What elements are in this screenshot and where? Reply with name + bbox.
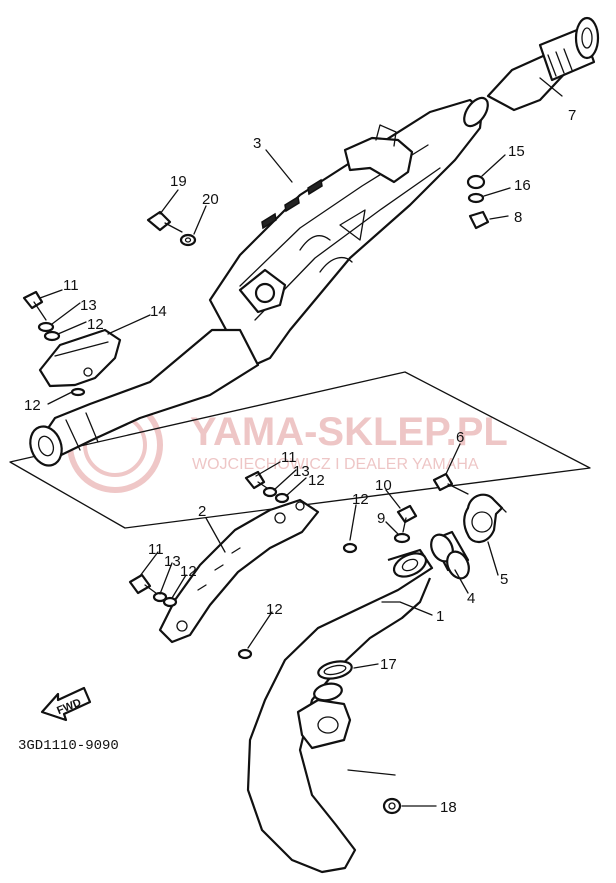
- exhaust-flange: [296, 682, 352, 750]
- part-19-bolt: [146, 210, 183, 233]
- callout-3: 3: [253, 135, 261, 152]
- callout-13-lower: 13: [164, 553, 181, 570]
- part-5-clamp: [463, 493, 507, 543]
- part-15-nut: [466, 174, 486, 190]
- callout-11-upper: 11: [63, 277, 79, 294]
- callout-2: 2: [198, 503, 206, 520]
- part-20-washer: [179, 233, 197, 247]
- callout-10: 10: [375, 477, 392, 494]
- reference-plane: [9, 371, 591, 529]
- callout-5: 5: [500, 571, 508, 588]
- watermark-subtitle: WOJCIECHOWICZ I DEALER YAMAHA: [192, 456, 479, 473]
- callout-12-bottom: 12: [266, 601, 283, 618]
- callout-labels: 7 3 15 16 8 19 20 11 13 12 14 12 11 13 1…: [24, 107, 576, 816]
- watermark: YAMA-SKLEP.PL WOJCIECHOWICZ I DEALER YAM…: [67, 397, 508, 493]
- drawing-code: 3GD1110-9090: [18, 738, 119, 754]
- hardware-group-right: [466, 174, 490, 230]
- callout-13-upper: 13: [80, 297, 97, 314]
- leader-lines: [39, 77, 563, 807]
- callout-8: 8: [514, 209, 522, 226]
- callout-12-upper: 12: [87, 316, 104, 333]
- part-6-bolt: [432, 472, 469, 495]
- hardware-group-lower-left: [128, 573, 253, 660]
- callout-1: 1: [436, 608, 444, 625]
- callout-7: 7: [568, 107, 576, 124]
- part-3-muffler: [208, 96, 489, 368]
- callout-15: 15: [508, 143, 525, 160]
- callout-16: 16: [514, 177, 531, 194]
- callout-11-middle: 11: [281, 449, 297, 466]
- part-2-lower-bracket: [158, 498, 320, 644]
- watermark-title: YAMA-SKLEP.PL: [190, 410, 508, 454]
- part-14-bracket: [38, 328, 122, 388]
- part-16-washer: [467, 192, 485, 204]
- part-18-nut: [382, 797, 402, 815]
- callout-14: 14: [150, 303, 167, 320]
- callout-19: 19: [170, 173, 187, 190]
- callout-4: 4: [467, 590, 475, 607]
- part-7-end-cap: [486, 16, 600, 112]
- callout-12-left: 12: [24, 397, 41, 414]
- callout-18: 18: [440, 799, 457, 816]
- fwd-arrow: FWD: [40, 686, 92, 722]
- part-10-bolt: [396, 504, 418, 533]
- callout-13-middle: 13: [293, 463, 310, 480]
- callout-11-lower: 11: [148, 541, 164, 558]
- callout-12-lower: 12: [180, 563, 197, 580]
- hardware-group-upper-left: [22, 290, 86, 397]
- callout-9: 9: [377, 510, 385, 527]
- part-8-bolt: [468, 210, 490, 230]
- part-4-sleeve: [430, 530, 470, 580]
- callout-6: 6: [456, 429, 464, 446]
- callout-17: 17: [380, 656, 397, 673]
- part-17-gasket: [317, 660, 353, 680]
- callout-12-right: 12: [352, 491, 369, 508]
- muffler-inlet-pipe: [29, 328, 260, 467]
- hardware-group-middle: [244, 470, 358, 554]
- callout-12-middle: 12: [308, 472, 325, 489]
- part-9-washer: [393, 532, 411, 544]
- callout-20: 20: [202, 191, 219, 208]
